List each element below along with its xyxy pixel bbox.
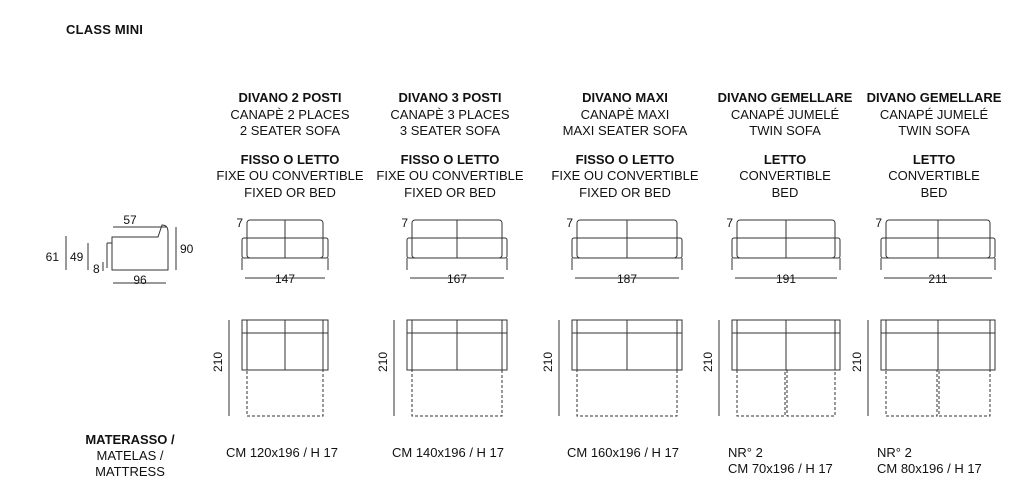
mattress-label-it: MATERASSO /: [85, 432, 175, 447]
name-it: DIVANO 3 POSTI: [398, 90, 502, 105]
type-it: FISSO O LETTO: [400, 151, 500, 167]
arm-label: 7: [401, 216, 408, 230]
mattress-2-seater: CM 120x196 / H 17: [226, 445, 339, 460]
front-view-maxi: 7 187: [566, 216, 683, 286]
mattress-count: NR° 2: [877, 445, 912, 460]
mattress-twin-211: NR° 2 CM 80x196 / H 17: [877, 445, 982, 477]
mattress-size: CM 70x196 / H 17: [728, 461, 833, 476]
name-fr: CANAPÉ JUMELÉ: [730, 106, 840, 122]
name-it: DIVANO GEMELLARE: [717, 90, 853, 105]
mattress-twin-191: NR° 2 CM 70x196 / H 17: [728, 445, 833, 477]
name-it: DIVANO GEMELLARE: [866, 90, 1002, 105]
type-fr: FIXE OU CONVERTIBLE: [216, 168, 364, 183]
depth-label: 210: [211, 352, 225, 372]
width-label: 147: [275, 272, 295, 286]
width-label: 167: [447, 272, 467, 286]
column-3-seater: DIVANO 3 POSTI CANAPÈ 3 PLACES 3 SEATER …: [370, 90, 530, 201]
type-it: LETTO: [763, 151, 807, 167]
type-en: FIXED OR BED: [244, 184, 336, 200]
type-fr: FIXE OU CONVERTIBLE: [551, 168, 699, 183]
width-label: 191: [776, 272, 796, 286]
top-view-twin-191: 210: [701, 319, 841, 417]
column-maxi: DIVANO MAXI CANAPÈ MAXI MAXI SEATER SOFA…: [545, 90, 705, 201]
depth-label: 210: [376, 352, 390, 372]
mattress-maxi: CM 160x196 / H 17: [567, 445, 680, 460]
type-fr: FIXE OU CONVERTIBLE: [376, 168, 524, 183]
side-height-seat-label: 49: [70, 250, 84, 264]
arm-label: 7: [875, 216, 882, 230]
name-en: TWIN SOFA: [749, 123, 821, 138]
top-view-3-seater: 210: [376, 319, 508, 417]
name-fr: CANAPÈ 2 PLACES: [230, 106, 350, 122]
type-en: FIXED OR BED: [579, 184, 671, 200]
side-depth-label: 57: [123, 213, 137, 227]
name-en: 2 SEATER SOFA: [239, 123, 341, 138]
type-fr: CONVERTIBLE: [888, 168, 980, 183]
arm-label: 7: [726, 216, 733, 230]
name-en: MAXI SEATER SOFA: [562, 123, 688, 138]
column-twin-2: DIVANO GEMELLARE CANAPÉ JUMELÉ TWIN SOFA…: [854, 90, 1014, 201]
mattress-label: MATERASSO / MATELAS / MATTRESS: [60, 432, 200, 480]
depth-label: 210: [701, 352, 715, 372]
name-fr: CANAPÈ MAXI: [580, 106, 670, 122]
arm-label: 7: [236, 216, 243, 230]
type-it: FISSO O LETTO: [575, 151, 675, 167]
name-en: 3 SEATER SOFA: [399, 123, 501, 138]
type-en: BED: [771, 184, 799, 200]
column-twin-1: DIVANO GEMELLARE CANAPÉ JUMELÉ TWIN SOFA…: [705, 90, 865, 201]
name-fr: CANAPÈ 3 PLACES: [390, 106, 510, 122]
name-fr: CANAPÉ JUMELÉ: [879, 106, 989, 122]
name-it: DIVANO MAXI: [582, 90, 668, 105]
front-view-2-seater: 7 147: [236, 216, 329, 286]
front-view-3-seater: 7 167: [401, 216, 508, 286]
top-view-maxi: 210: [541, 319, 683, 417]
type-fr: CONVERTIBLE: [739, 168, 831, 183]
side-width-label: 96: [133, 273, 147, 287]
mattress-size: CM 80x196 / H 17: [877, 461, 982, 476]
top-view-twin-211: 210: [850, 319, 996, 417]
side-height-total-label: 61: [46, 250, 60, 264]
mattress-count: NR° 2: [728, 445, 763, 460]
type-it: LETTO: [912, 151, 956, 167]
type-it: FISSO O LETTO: [240, 151, 340, 167]
width-label: 211: [928, 272, 947, 286]
name-en: TWIN SOFA: [898, 123, 970, 138]
front-view-twin-191: 7 191: [726, 216, 841, 286]
side-height-label: 90: [180, 242, 194, 256]
name-it: DIVANO 2 POSTI: [238, 90, 342, 105]
depth-label: 210: [850, 352, 864, 372]
mattress-label-fr: MATELAS /: [96, 448, 164, 463]
depth-label: 210: [541, 352, 555, 372]
type-en: FIXED OR BED: [404, 184, 496, 200]
side-view-drawing: 57 61 49 8 90 96: [46, 213, 194, 287]
column-2-seater: DIVANO 2 POSTI CANAPÈ 2 PLACES 2 SEATER …: [210, 90, 370, 201]
type-en: BED: [920, 184, 948, 200]
arm-label: 7: [566, 216, 573, 230]
mattress-label-en: MATTRESS: [95, 464, 165, 479]
page-title: CLASS MINI: [66, 22, 144, 37]
side-foot-label: 8: [93, 262, 100, 276]
top-view-2-seater: 210: [211, 319, 329, 417]
mattress-3-seater: CM 140x196 / H 17: [392, 445, 505, 460]
front-view-twin-211: 7 211: [875, 216, 996, 286]
width-label: 187: [617, 272, 637, 286]
